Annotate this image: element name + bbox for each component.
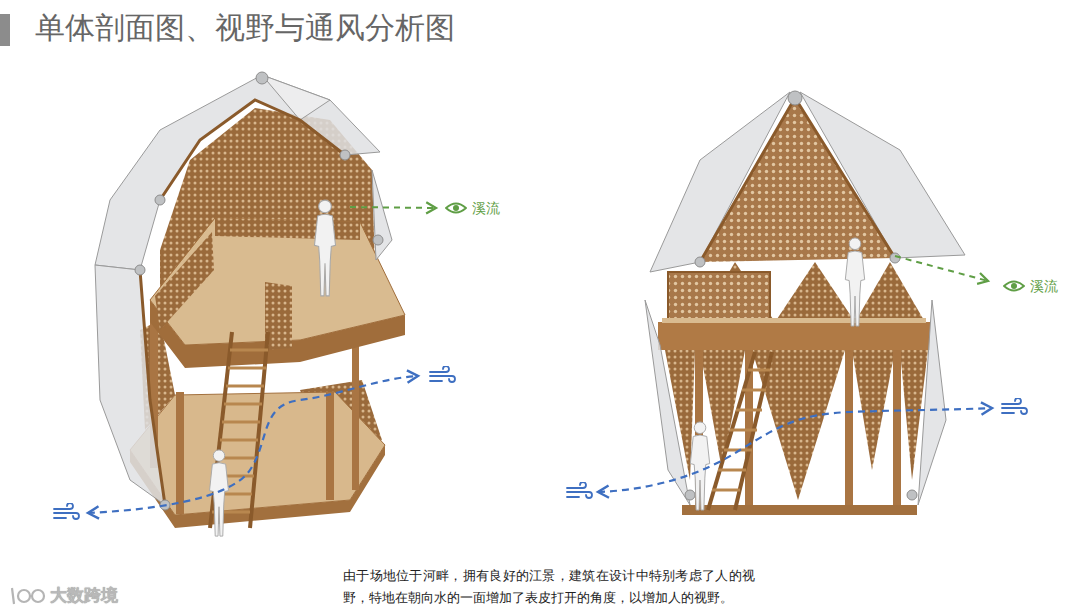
left-pavilion bbox=[95, 72, 405, 536]
caption: 由于场地位于河畔，拥有良好的江景，建筑在设计中特别考虑了人的视野，特地在朝向水的… bbox=[343, 565, 755, 609]
wind-path bbox=[54, 366, 1027, 519]
watermark: 大数跨境 bbox=[50, 584, 118, 606]
title-bar bbox=[0, 14, 10, 46]
sight-line bbox=[350, 204, 1024, 291]
view-label: 溪流 bbox=[1030, 276, 1058, 296]
view-label: 溪流 bbox=[472, 198, 500, 218]
title: 单体剖面图、视野与通风分析图 bbox=[35, 10, 455, 46]
right-pavilion bbox=[645, 91, 965, 515]
watermark-logo bbox=[12, 588, 44, 604]
